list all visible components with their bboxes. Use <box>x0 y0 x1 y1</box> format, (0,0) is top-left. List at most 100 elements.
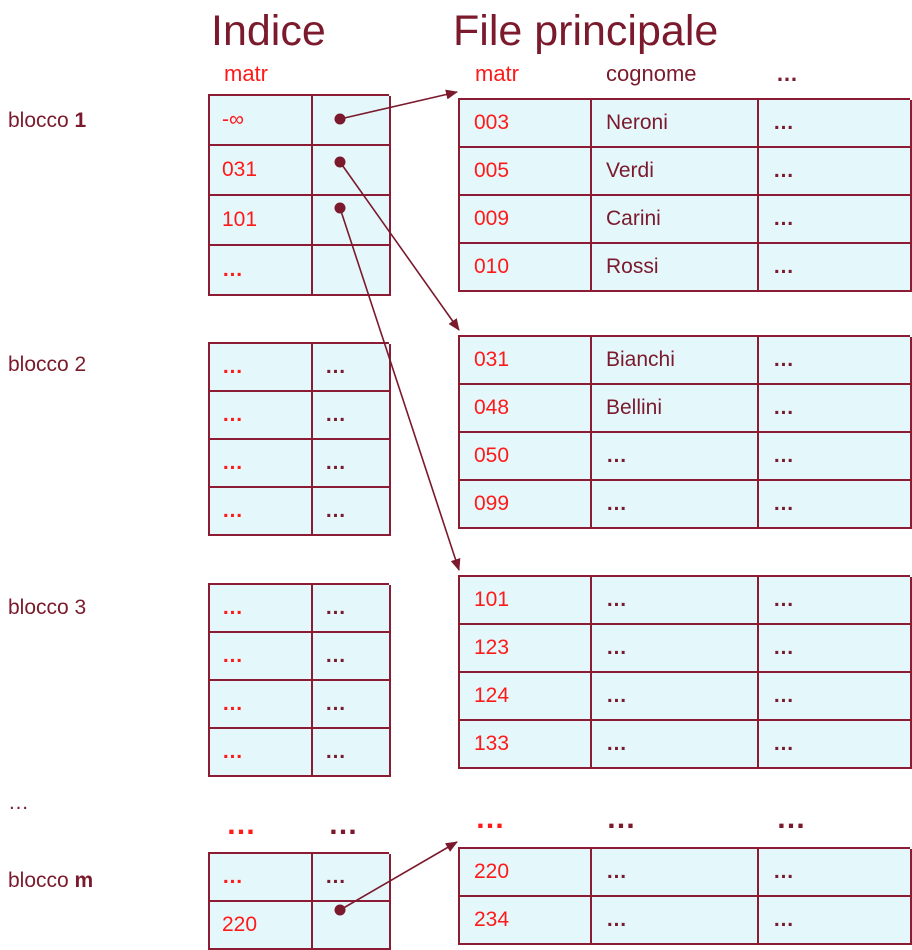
other-cell: … <box>759 481 912 529</box>
matr-cell: 123 <box>460 625 592 673</box>
index-key-cell: … <box>210 344 313 392</box>
cognome-cell: … <box>592 481 759 529</box>
block-label-1-number: 1 <box>74 109 87 132</box>
index-title: Indice <box>211 7 326 55</box>
other-cell: … <box>759 148 912 196</box>
index-block-m: ……220 <box>208 852 391 950</box>
main-header-matr: matr <box>475 61 519 86</box>
matr-cell: 050 <box>460 433 592 481</box>
other-cell: … <box>759 897 912 945</box>
index-key-cell: 220 <box>210 902 313 950</box>
index-pointer-cell: … <box>313 585 391 633</box>
cognome-cell: … <box>592 897 759 945</box>
index-pointer-cell <box>313 146 391 196</box>
cognome-cell: Bellini <box>592 385 759 433</box>
matr-cell: 010 <box>460 244 592 292</box>
index-pointer-cell: … <box>313 854 391 902</box>
index-pointer-cell: … <box>313 488 391 536</box>
matr-cell: 005 <box>460 148 592 196</box>
matr-cell: 048 <box>460 385 592 433</box>
index-separator-key: … <box>226 808 259 841</box>
matr-cell: 031 <box>460 337 592 385</box>
index-key-cell: … <box>210 681 313 729</box>
index-pointer-cell <box>313 246 391 296</box>
index-pointer-cell <box>313 902 391 950</box>
other-cell: … <box>759 244 912 292</box>
index-key-cell: … <box>210 440 313 488</box>
block-label-1-prefix: blocco <box>8 109 75 132</box>
index-pointer-cell <box>313 196 391 246</box>
main-block-3: 101……123……124……133…… <box>458 575 912 769</box>
index-pointer-cell: … <box>313 440 391 488</box>
block-label-m-letter: m <box>74 869 94 892</box>
matr-cell: 099 <box>460 481 592 529</box>
main-separator-cognome: … <box>606 802 639 835</box>
block-label-2: blocco 2 <box>8 354 86 375</box>
cognome-cell: Verdi <box>592 148 759 196</box>
other-cell: … <box>759 433 912 481</box>
cognome-cell: Bianchi <box>592 337 759 385</box>
index-pointer-cell: … <box>313 633 391 681</box>
matr-cell: 234 <box>460 897 592 945</box>
cognome-cell: … <box>592 673 759 721</box>
other-cell: … <box>759 673 912 721</box>
index-header-matr: matr <box>224 61 268 86</box>
other-cell: … <box>759 196 912 244</box>
index-key-cell: … <box>210 854 313 902</box>
cognome-cell: … <box>592 849 759 897</box>
blocks-gap-ellipsis: … <box>8 791 29 814</box>
index-block-3: …………………… <box>208 583 391 777</box>
index-key-cell: … <box>210 729 313 777</box>
index-pointer-cell <box>313 96 391 146</box>
index-pointer-cell: … <box>313 344 391 392</box>
index-key-cell: … <box>210 488 313 536</box>
cognome-cell: Rossi <box>592 244 759 292</box>
other-cell: … <box>759 625 912 673</box>
cognome-cell: … <box>592 721 759 769</box>
index-key-cell: -∞ <box>210 96 313 146</box>
other-cell: … <box>759 849 912 897</box>
other-cell: … <box>759 721 912 769</box>
main-separator-matr: … <box>475 802 508 835</box>
cognome-cell: Carini <box>592 196 759 244</box>
index-key-cell: … <box>210 246 313 296</box>
matr-cell: 133 <box>460 721 592 769</box>
cognome-cell: Neroni <box>592 100 759 148</box>
main-header-cognome: cognome <box>606 61 697 86</box>
matr-cell: 124 <box>460 673 592 721</box>
other-cell: … <box>759 577 912 625</box>
index-pointer-cell: … <box>313 729 391 777</box>
matr-cell: 220 <box>460 849 592 897</box>
block-label-m-prefix: blocco <box>8 869 75 892</box>
block-label-2-text: blocco 2 <box>8 353 87 376</box>
index-key-cell: 101 <box>210 196 313 246</box>
matr-cell: 003 <box>460 100 592 148</box>
other-cell: … <box>759 385 912 433</box>
index-key-cell: 031 <box>210 146 313 196</box>
index-key-cell: … <box>210 585 313 633</box>
main-file-title: File principale <box>453 7 719 55</box>
main-header-ellipsis: … <box>776 61 798 86</box>
main-separator-rest: … <box>776 802 809 835</box>
block-label-m: blocco m <box>8 870 93 891</box>
block-label-3: blocco 3 <box>8 597 86 618</box>
index-pointer-cell: … <box>313 392 391 440</box>
block-label-3-text: blocco 3 <box>8 596 87 619</box>
index-key-cell: … <box>210 392 313 440</box>
index-block-2: …………………… <box>208 342 391 536</box>
cognome-cell: … <box>592 577 759 625</box>
cognome-cell: … <box>592 433 759 481</box>
matr-cell: 101 <box>460 577 592 625</box>
cognome-cell: … <box>592 625 759 673</box>
other-cell: … <box>759 100 912 148</box>
block-label-1: blocco 1 <box>8 110 86 131</box>
index-pointer-cell: … <box>313 681 391 729</box>
index-separator-pointer: … <box>328 808 361 841</box>
main-block-m: 220……234…… <box>458 847 912 945</box>
index-key-cell: … <box>210 633 313 681</box>
matr-cell: 009 <box>460 196 592 244</box>
other-cell: … <box>759 337 912 385</box>
